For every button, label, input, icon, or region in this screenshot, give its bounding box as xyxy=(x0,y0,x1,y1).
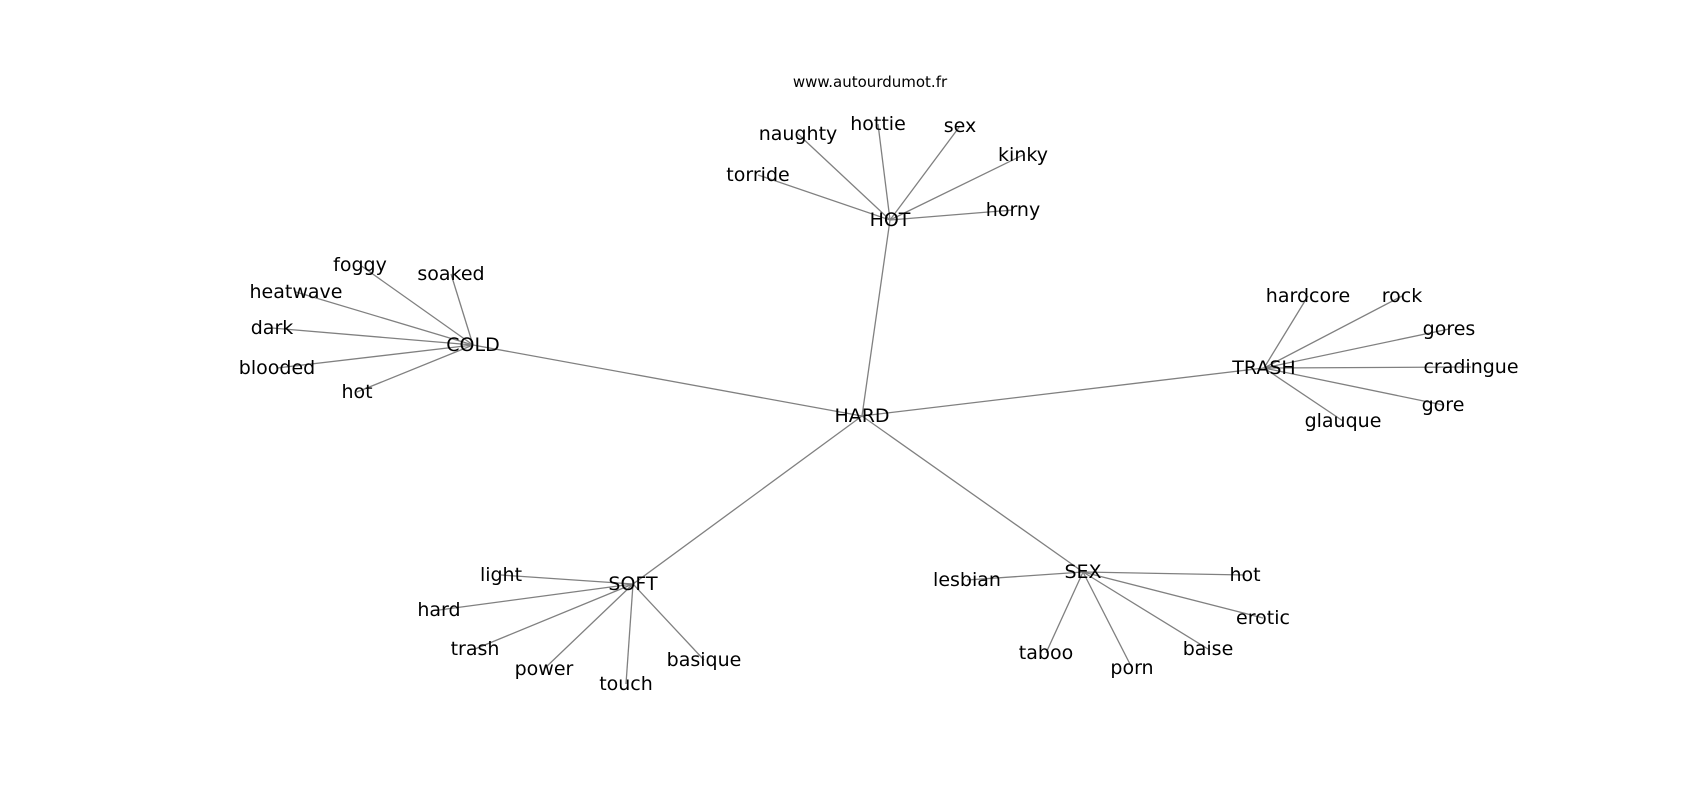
leaf-node-label: gore xyxy=(1422,394,1465,416)
graph-edge xyxy=(797,133,891,221)
graph-edge xyxy=(861,367,1265,417)
graph-edge xyxy=(295,291,474,346)
leaf-node-label: trash xyxy=(451,638,500,660)
leaf-node-label: baise xyxy=(1183,638,1234,660)
graph-edge xyxy=(889,154,1024,221)
leaf-node-label: lesbian xyxy=(933,569,1001,591)
graph-edge xyxy=(966,571,1084,581)
leaf-node-label: basique xyxy=(667,649,742,671)
graph-edge xyxy=(877,123,891,221)
graph-edge xyxy=(1082,571,1264,619)
graph-edge xyxy=(276,344,474,369)
hub-node-label: HOT xyxy=(870,209,911,231)
root-node-label: HARD xyxy=(834,405,889,427)
leaf-node-label: light xyxy=(480,564,522,586)
graph-edge xyxy=(356,344,474,393)
graph-edge xyxy=(500,574,634,585)
leaf-node-label: naughty xyxy=(759,123,838,145)
graph-edge xyxy=(632,583,705,661)
site-credit: www.autourdumot.fr xyxy=(793,73,948,91)
graph-edge xyxy=(757,174,891,221)
leaf-node-label: kinky xyxy=(998,144,1048,166)
graph-edge xyxy=(1263,295,1309,369)
edges xyxy=(271,123,1472,685)
leaf-node-label: heatwave xyxy=(250,281,343,303)
hub-node-label: COLD xyxy=(446,334,499,356)
graph-edge xyxy=(1082,571,1246,576)
leaf-node-label: dark xyxy=(251,317,294,339)
graph-edge xyxy=(861,415,1084,573)
graph-edge xyxy=(438,583,634,611)
hub-node-label: SOFT xyxy=(608,573,658,595)
leaf-node-label: glauque xyxy=(1305,410,1382,432)
leaf-node-label: soaked xyxy=(417,263,484,285)
graph-edge xyxy=(889,209,1014,221)
leaf-node-label: cradingue xyxy=(1423,356,1518,378)
graph-edge xyxy=(1082,571,1209,650)
nodes: HARD HOT torride naughty hottie sex kinky horny… xyxy=(239,113,1519,695)
graph-edge xyxy=(271,327,474,346)
graph-edge xyxy=(543,583,634,670)
leaf-node-label: porn xyxy=(1110,657,1153,679)
graph-edge xyxy=(1263,366,1472,369)
leaf-node-label: horny xyxy=(986,199,1040,221)
leaf-node-label: gores xyxy=(1423,318,1476,340)
leaf-node-label: hottie xyxy=(850,113,906,135)
graph-edge xyxy=(625,583,634,685)
graph-edge xyxy=(889,125,961,221)
leaf-node-label: torride xyxy=(726,164,789,186)
graph-edge xyxy=(1082,571,1133,669)
hub-node-label: TRASH xyxy=(1231,357,1295,379)
leaf-node-label: rock xyxy=(1382,285,1422,307)
graph-edge xyxy=(474,583,634,650)
graph-edge xyxy=(1263,367,1444,406)
graph-edge xyxy=(1263,295,1403,369)
leaf-node-label: sex xyxy=(944,115,977,137)
graph-edge xyxy=(450,273,474,346)
graph-edge xyxy=(1045,571,1084,654)
leaf-node-label: hard xyxy=(417,599,460,621)
leaf-node-label: hot xyxy=(1229,564,1260,586)
leaf-node-label: taboo xyxy=(1019,642,1073,664)
graph-edge xyxy=(472,344,863,417)
leaf-node-label: blooded xyxy=(239,357,315,379)
leaf-node-label: erotic xyxy=(1236,607,1290,629)
graph-edge xyxy=(359,264,474,346)
leaf-node-label: hot xyxy=(341,381,372,403)
leaf-node-label: foggy xyxy=(333,254,387,276)
graph-edge xyxy=(632,415,863,585)
graph-edge xyxy=(1263,328,1450,369)
leaf-node-label: power xyxy=(515,658,574,680)
leaf-node-label: touch xyxy=(599,673,653,695)
leaf-node-label: hardcore xyxy=(1266,285,1350,307)
graph-edge xyxy=(1263,367,1344,422)
graph-edge xyxy=(861,219,891,417)
hub-node-label: SEX xyxy=(1064,561,1101,583)
